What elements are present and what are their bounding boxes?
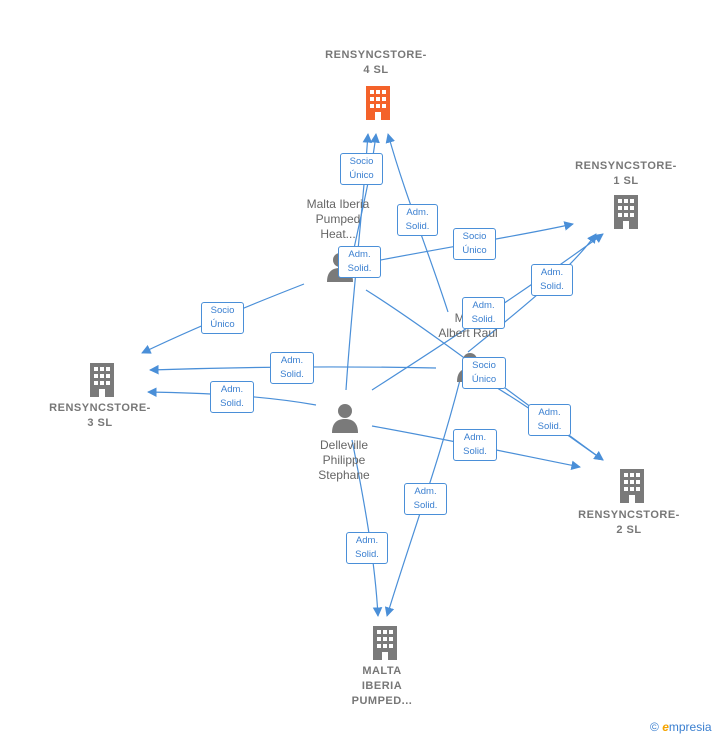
edge-label-socio-unico[interactable]: Socio Único — [340, 153, 383, 185]
company-label-rensyncstore-4[interactable]: RENSYNCSTORE- 4 SL — [325, 49, 427, 76]
company-label-rensyncstore-3[interactable]: RENSYNCSTORE- 3 SL — [49, 402, 151, 429]
edge-label-socio-unico[interactable]: Socio Único — [453, 228, 496, 260]
edge-label-adm-solid[interactable]: Adm. Solid. — [453, 429, 497, 461]
person-label-delleville[interactable]: Delleville Philippe Stephane — [318, 438, 370, 482]
edge-label-adm-solid[interactable]: Adm. Solid. — [338, 246, 381, 278]
brand-watermark: © empresia — [650, 720, 712, 734]
edge-label-socio-unico[interactable]: Socio Único — [462, 357, 506, 389]
edge-label-adm-solid[interactable]: Adm. Solid. — [462, 297, 505, 329]
company-label-malta-iberia[interactable]: MALTA IBERIA PUMPED... — [351, 665, 413, 707]
edge-label-adm-solid[interactable]: Adm. Solid. — [531, 264, 573, 296]
edge-connector — [351, 133, 380, 259]
building-icon-rensyncstore-4[interactable] — [362, 86, 394, 120]
building-icon-rensyncstore-3[interactable] — [86, 363, 118, 397]
edge-label-socio-unico[interactable]: Socio Único — [201, 302, 244, 334]
copyright-symbol: © — [650, 720, 659, 734]
brand-logo-letter: e — [662, 720, 669, 734]
company-label-rensyncstore-1[interactable]: RENSYNCSTORE- 1 SL — [575, 160, 677, 187]
brand-name: mpresia — [668, 720, 712, 734]
edge-label-adm-solid[interactable]: Adm. Solid. — [270, 352, 314, 384]
building-icon-rensyncstore-2[interactable] — [616, 469, 648, 503]
edge-label-adm-solid[interactable]: Adm. Solid. — [404, 483, 447, 515]
edge-label-adm-solid[interactable]: Adm. Solid. — [210, 381, 254, 413]
edge-label-adm-solid[interactable]: Adm. Solid. — [346, 532, 388, 564]
building-icon-malta-iberia[interactable] — [369, 626, 401, 660]
person-icon-delleville[interactable] — [331, 403, 359, 433]
edge-label-adm-solid[interactable]: Adm. Solid. — [397, 204, 438, 236]
person-label-malta-heat[interactable]: Malta Iberia Pumped Heat... — [306, 197, 370, 241]
building-icon-rensyncstore-1[interactable] — [610, 195, 642, 229]
edge-connector — [351, 439, 383, 617]
company-label-rensyncstore-2[interactable]: RENSYNCSTORE- 2 SL — [578, 509, 680, 536]
edge-label-adm-solid[interactable]: Adm. Solid. — [528, 404, 571, 436]
